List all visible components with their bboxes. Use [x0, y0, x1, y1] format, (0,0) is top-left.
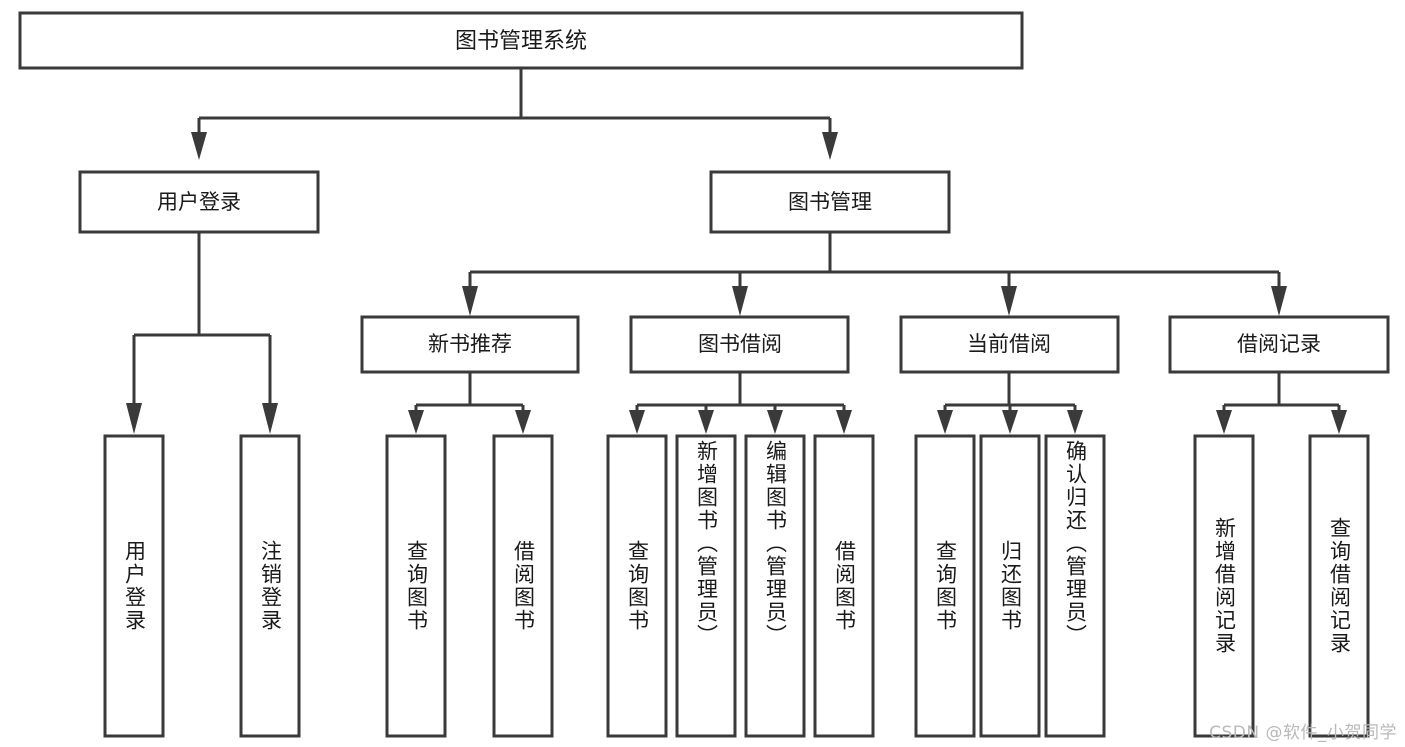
node-borrow-record-rect[interactable] [1168, 315, 1390, 374]
arrow-current-borrow-leaf-1 [937, 410, 953, 434]
connector-book-borrow-to-leaves [629, 372, 852, 434]
leaf-rect-book-borrow-3[interactable] [744, 434, 806, 738]
node-new-book-recommend[interactable]: 新书推荐 [360, 315, 580, 374]
node-book-borrow-label: 图书借阅 [698, 332, 782, 356]
leaf-rect-current-borrow-2[interactable] [979, 434, 1041, 738]
arrow-to-new-book [462, 286, 478, 316]
arrow-user-login-leaf-1 [126, 403, 142, 434]
watermark-text: CSDN @软件_小贺同学 [1209, 723, 1397, 743]
leaf-rect-current-borrow-3[interactable] [1044, 434, 1106, 738]
arrow-to-book-manage [822, 132, 838, 160]
connector-book-manage-to-level3 [462, 232, 1287, 316]
leaf-rects-new-book [385, 434, 554, 738]
node-borrow-record[interactable]: 借阅记录 [1168, 315, 1390, 374]
leaf-rect-user-login-1[interactable] [103, 434, 165, 738]
leaf-rect-book-borrow-2[interactable] [675, 434, 737, 738]
arrow-to-user-login [191, 132, 207, 160]
arrow-borrow-record-leaf-1 [1216, 410, 1232, 434]
node-new-book-recommend-rect[interactable] [360, 315, 580, 374]
leaf-rects-current-borrow [914, 434, 1106, 738]
node-user-login-rect[interactable] [78, 170, 320, 234]
arrow-to-book-borrow [732, 286, 748, 316]
arrow-borrow-record-leaf-2 [1331, 410, 1347, 434]
leaf-rect-new-book-2[interactable] [492, 434, 554, 738]
arrow-new-book-leaf-1 [408, 410, 424, 434]
node-book-borrow[interactable]: 图书借阅 [629, 315, 850, 374]
leaf-rect-current-borrow-1[interactable] [914, 434, 976, 738]
connector-current-borrow-to-leaves [937, 372, 1083, 434]
node-root[interactable]: 图书管理系统 [18, 11, 1024, 70]
node-book-borrow-rect[interactable] [629, 315, 850, 374]
arrow-current-borrow-leaf-2 [1002, 410, 1018, 434]
node-book-manage-rect[interactable] [709, 170, 951, 234]
node-current-borrow-label: 当前借阅 [967, 332, 1051, 356]
arrow-to-borrow-record [1271, 286, 1287, 316]
arrow-book-borrow-leaf-4 [836, 410, 852, 434]
node-user-login[interactable]: 用户登录 [78, 170, 320, 234]
connector-root-to-level2 [191, 68, 838, 160]
leaf-rects-borrow-record [1193, 434, 1370, 738]
arrow-user-login-leaf-2 [262, 403, 278, 434]
node-new-book-recommend-label: 新书推荐 [428, 332, 512, 356]
leaf-rect-book-borrow-1[interactable] [606, 434, 668, 738]
arrow-book-borrow-leaf-2 [698, 410, 714, 434]
node-user-login-label: 用户登录 [157, 190, 241, 214]
node-book-manage-label: 图书管理 [788, 190, 872, 214]
node-root-rect[interactable] [18, 11, 1024, 70]
leaf-rects-book-borrow [606, 434, 875, 738]
leaf-rect-borrow-record-2[interactable] [1308, 434, 1370, 738]
leaf-rect-new-book-1[interactable] [385, 434, 447, 738]
node-book-manage[interactable]: 图书管理 [709, 170, 951, 234]
node-current-borrow[interactable]: 当前借阅 [899, 315, 1120, 374]
connector-new-book-to-leaves [408, 372, 531, 434]
node-current-borrow-rect[interactable] [899, 315, 1120, 374]
arrow-book-borrow-leaf-3 [767, 410, 783, 434]
leaf-rect-book-borrow-4[interactable] [813, 434, 875, 738]
node-root-label: 图书管理系统 [455, 29, 587, 54]
node-borrow-record-label: 借阅记录 [1237, 332, 1321, 356]
connector-borrow-record-to-leaves [1216, 372, 1347, 434]
leaf-rects-user-login [103, 434, 301, 738]
leaf-rect-borrow-record-1[interactable] [1193, 434, 1255, 738]
arrow-new-book-leaf-2 [515, 410, 531, 434]
arrow-to-current-borrow [1001, 286, 1017, 316]
arrow-book-borrow-leaf-1 [629, 410, 645, 434]
arrow-current-borrow-leaf-3 [1067, 410, 1083, 434]
connector-user-login-to-leaves [126, 232, 278, 434]
leaf-rect-user-login-2[interactable] [239, 434, 301, 738]
